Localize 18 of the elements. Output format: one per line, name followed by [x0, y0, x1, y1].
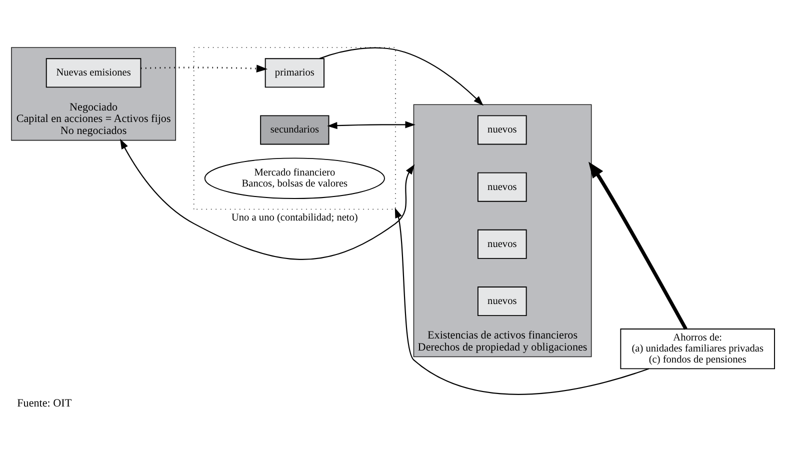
node-box: Nuevas emisiones: [46, 58, 142, 88]
node-box: nuevos: [477, 286, 527, 316]
arrow: [588, 162, 688, 330]
node-box: primarios: [264, 58, 324, 88]
arrow: [140, 64, 268, 72]
node-box: secundarios: [260, 115, 330, 145]
arrow: [319, 47, 484, 106]
arrow: [327, 121, 416, 130]
node-box: nuevos: [477, 115, 527, 145]
arrow: [394, 208, 649, 395]
node-box: nuevos: [477, 172, 527, 202]
node-ellipse: Mercado financiero Bancos, bolsas de valores: [204, 158, 385, 199]
node-box: nuevos: [477, 229, 527, 259]
cluster: [193, 47, 396, 210]
caption: Fuente: OIT: [17, 398, 72, 410]
arrow: [120, 138, 415, 260]
node-box: Ahorros de: (a) unidades familiares privadas (c) fondos de pensiones: [620, 328, 775, 370]
edge-label: Uno a uno (contabilidad; neto): [231, 212, 358, 224]
